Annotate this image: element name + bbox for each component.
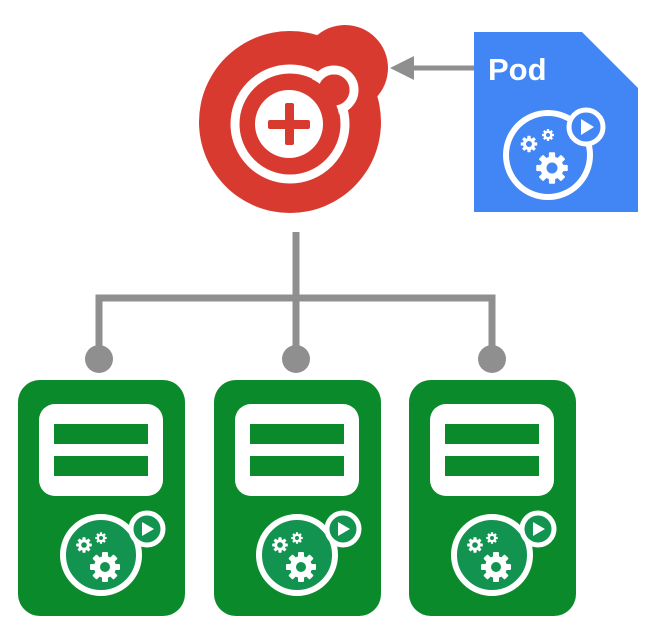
add-icon	[255, 90, 323, 158]
node-2	[214, 380, 381, 616]
node-gears-play-icon	[256, 510, 362, 596]
pod-label: Pod	[488, 52, 547, 87]
scheduler-node	[199, 25, 388, 213]
node-gears-play-icon	[451, 510, 557, 596]
server-icon	[430, 404, 554, 496]
gears-play-icon	[503, 107, 606, 200]
node-3	[409, 380, 576, 616]
pod-to-scheduler-arrow	[390, 56, 474, 80]
connector-dot-2	[282, 345, 310, 373]
node-gears-play-icon	[60, 510, 166, 596]
nodes-row	[18, 380, 576, 616]
server-icon	[235, 404, 359, 496]
connector-dots	[85, 345, 506, 373]
scheduler-to-nodes-connector	[95, 232, 496, 360]
connector-dot-1	[85, 345, 113, 373]
pod-document: Pod	[474, 32, 638, 212]
node-1	[18, 380, 185, 616]
server-icon	[39, 404, 163, 496]
connector-dot-3	[478, 345, 506, 373]
